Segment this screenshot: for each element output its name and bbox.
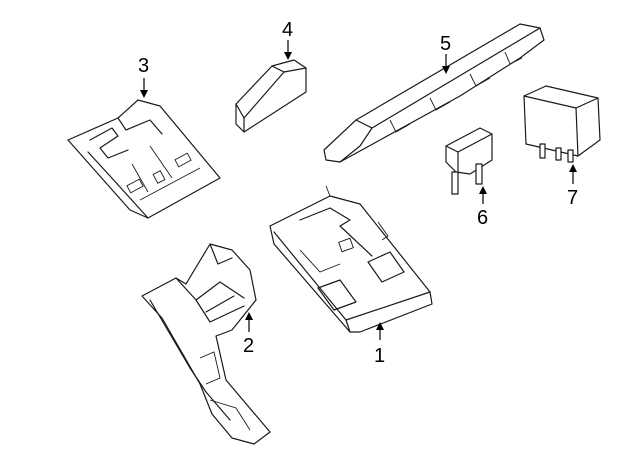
part-1-module	[269, 185, 433, 333]
callout-3: 3	[138, 55, 149, 77]
part-5-rail	[323, 23, 545, 163]
callout-arrows	[140, 40, 577, 340]
part-7-relay	[523, 85, 601, 163]
callout-1: 1	[374, 345, 385, 367]
callout-7: 7	[567, 187, 578, 209]
part-6-fuse	[445, 127, 493, 195]
part-3-bracket-plate	[67, 99, 221, 219]
part-4-cover-block	[235, 59, 307, 133]
callout-4: 4	[282, 19, 293, 41]
callout-5: 5	[440, 33, 451, 55]
callout-2: 2	[243, 335, 254, 357]
callout-6: 6	[477, 207, 488, 229]
part-2-bracket	[141, 243, 271, 445]
